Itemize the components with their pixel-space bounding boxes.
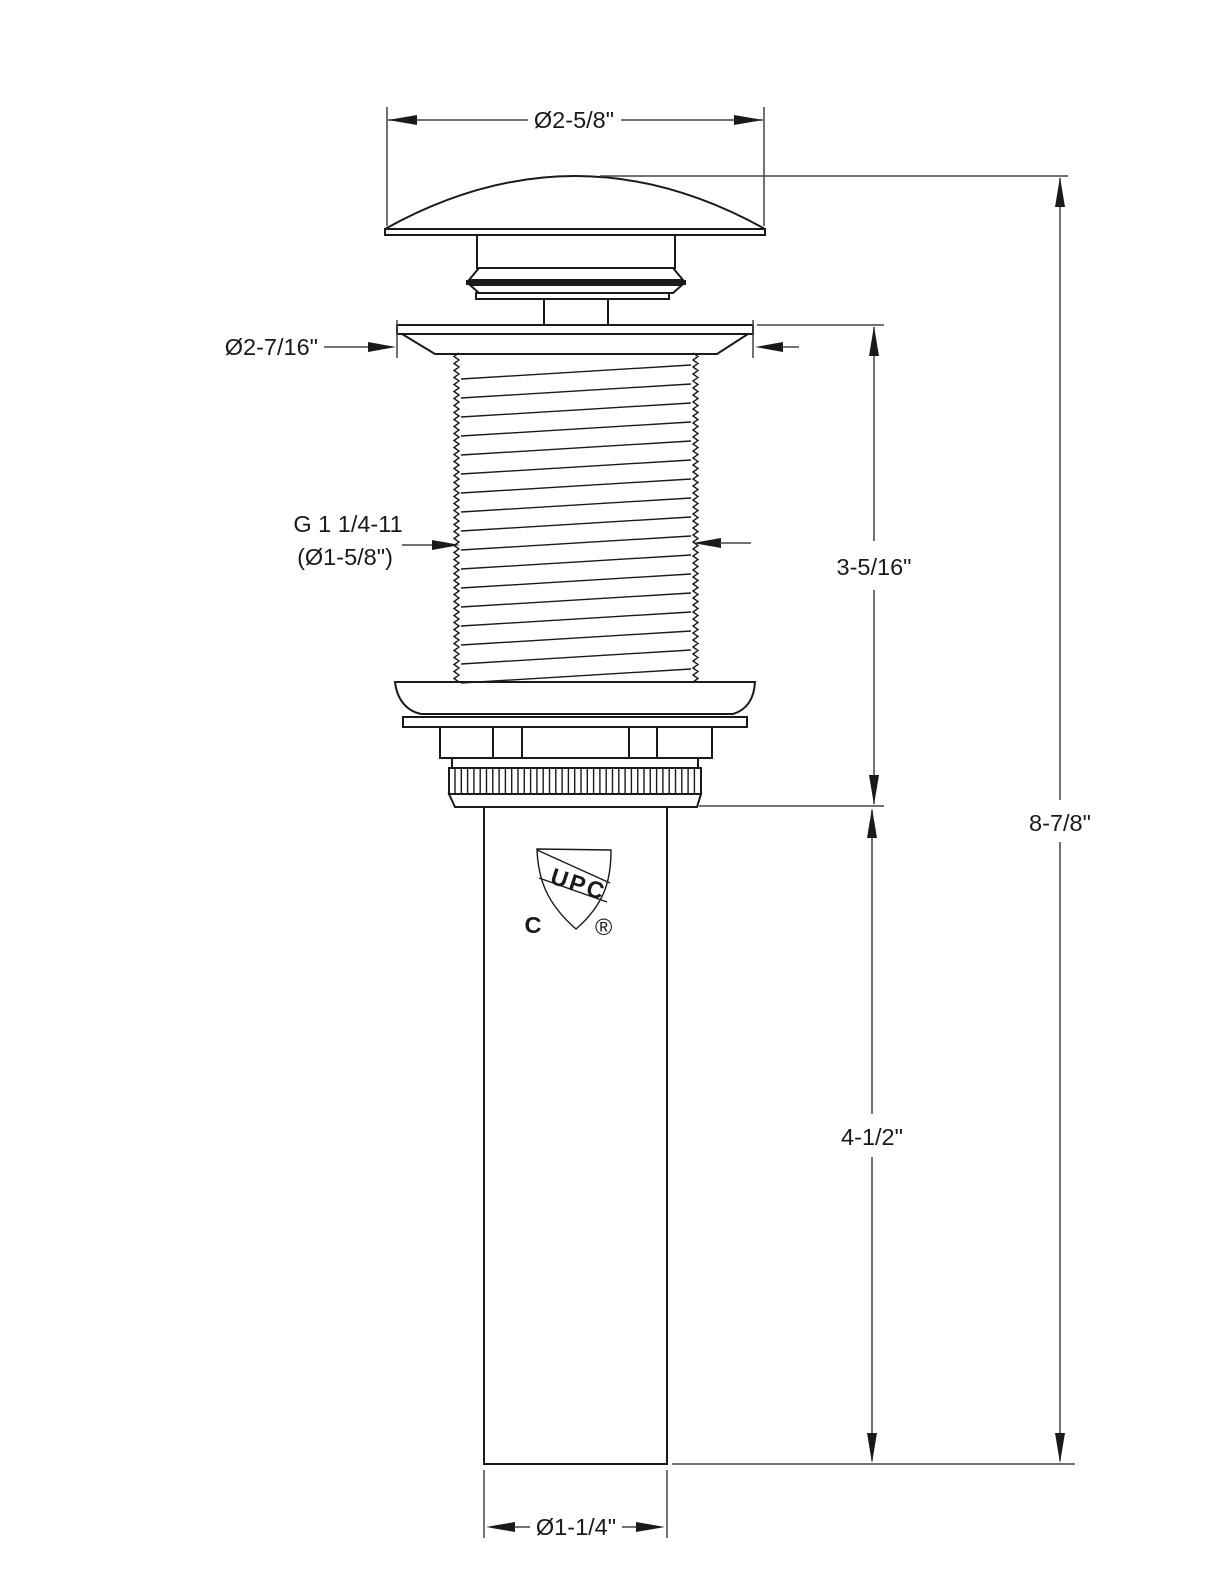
tailpiece-diameter-dimension: Ø1-1/4"	[483, 1470, 668, 1540]
gasket-ring	[466, 280, 686, 285]
thread-left-edge	[452, 352, 461, 683]
thread-spec-dimension: G 1 1/4-11 (Ø1-5/8")	[293, 511, 751, 570]
tailpiece-length-label: 4-1/2"	[841, 1124, 903, 1150]
flange-plate	[396, 324, 754, 335]
thread-length-dimension: 3-5/16"	[699, 324, 912, 807]
upc-c-letter: C	[525, 912, 542, 938]
arrowhead-up	[867, 808, 877, 838]
sealing-washer-dish	[393, 681, 757, 715]
arrowhead-left	[388, 115, 417, 125]
arrowhead-left	[486, 1522, 515, 1532]
arrowhead-left	[755, 342, 783, 352]
flange-diameter-label: Ø2-7/16"	[225, 334, 318, 360]
thread-length-label: 3-5/16"	[837, 554, 912, 580]
knurl-taper	[447, 793, 703, 808]
arrowhead-right	[432, 540, 460, 550]
arrowhead-right	[636, 1522, 665, 1532]
thread-spec-label: G 1 1/4-11	[293, 511, 402, 537]
arrowhead-down	[869, 775, 879, 805]
upc-shield: UPC C ®	[525, 848, 612, 940]
arrowhead-down	[1055, 1433, 1065, 1463]
cap-neck	[476, 234, 676, 269]
nut-step-band	[451, 757, 699, 769]
shield-band-bottom-line	[538, 877, 608, 903]
arrowhead-left	[693, 538, 721, 548]
drain-cap	[384, 175, 766, 326]
lower-assembly	[393, 681, 757, 808]
arrowhead-down	[867, 1433, 877, 1463]
thread-diameter-label: (Ø1-5/8")	[297, 544, 393, 570]
tailpiece-length-dimension: 4-1/2"	[841, 808, 903, 1463]
thread-lines	[460, 364, 692, 684]
mounting-flange	[396, 324, 754, 355]
arrowhead-right	[734, 115, 763, 125]
thread-right-edge	[691, 352, 700, 683]
flange-diameter-dimension: Ø2-7/16"	[225, 320, 799, 360]
registered-trademark-symbol: ®	[595, 914, 612, 940]
threaded-body	[452, 352, 700, 684]
tailpiece-pipe	[483, 806, 668, 1465]
arrowhead-right	[368, 342, 396, 352]
collar-upper	[466, 267, 686, 281]
stem-neck	[543, 298, 609, 326]
cap-diameter-dimension: Ø2-5/8"	[386, 107, 765, 226]
overall-height-dimension: 8-7/8"	[600, 175, 1091, 1465]
arrowhead-up	[1055, 177, 1065, 207]
shield-band-top-line	[536, 849, 611, 884]
mounting-nut	[439, 726, 713, 759]
overall-height-label: 8-7/8"	[1029, 810, 1091, 836]
knurl-lines	[454, 768, 696, 794]
arrowhead-up	[869, 326, 879, 356]
flange-bevel	[398, 333, 752, 355]
shield-outline	[536, 848, 612, 930]
cap-diameter-label: Ø2-5/8"	[534, 107, 614, 133]
tailpiece-diameter-label: Ø1-1/4"	[536, 1514, 616, 1540]
washer-plate	[402, 716, 748, 728]
cap-dome	[384, 175, 766, 230]
collar-lower	[467, 284, 685, 294]
